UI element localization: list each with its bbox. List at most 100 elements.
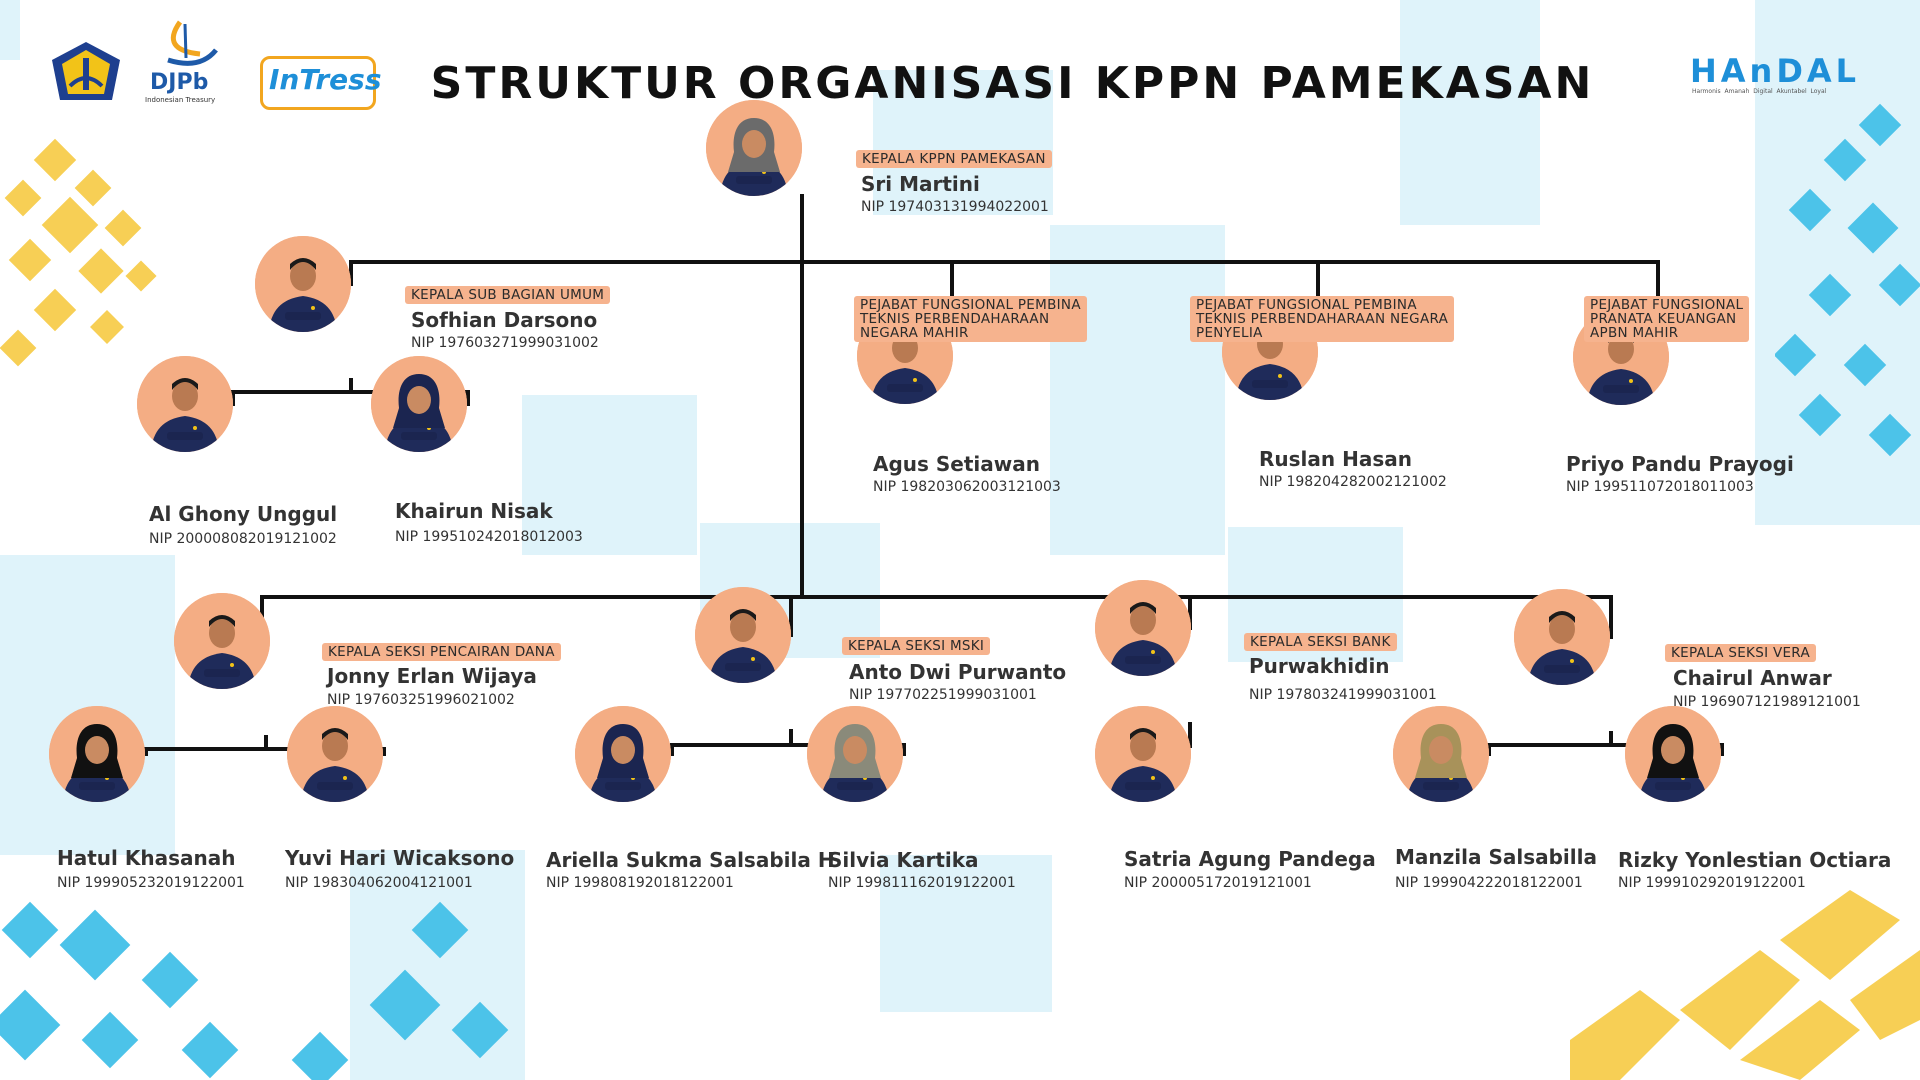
avatar-yuvi <box>287 706 383 802</box>
connector-line <box>789 595 793 637</box>
connector-line <box>1487 743 1724 747</box>
connector-line <box>1188 595 1192 630</box>
name-agus: Agus Setiawan <box>873 452 1040 476</box>
connector-line <box>231 390 235 406</box>
role-badge-purwa: KEPALA SEKSI BANK <box>1244 633 1397 651</box>
background-panel <box>873 70 1053 215</box>
kemenkeu-logo-icon <box>52 42 120 100</box>
background-panel <box>1050 225 1225 555</box>
name-rizky: Rizky Yonlestian Octiara <box>1618 848 1892 872</box>
nip-rizky: NIP 199910292019122001 <box>1618 875 1806 891</box>
name-ruslan: Ruslan Hasan <box>1259 447 1412 471</box>
nip-jonny: NIP 197603251996021002 <box>327 692 515 708</box>
nip-priyo: NIP 199511072018011003 <box>1566 479 1754 495</box>
connector-line <box>1720 743 1724 756</box>
avatar-chairul <box>1514 589 1610 685</box>
background-panel <box>880 855 1052 1012</box>
connector-line <box>902 743 906 756</box>
connector-line <box>231 390 470 394</box>
name-ariella: Ariella Sukma Salsabila H <box>546 848 835 872</box>
role-badge-ruslan: PEJABAT FUNGSIONAL PEMBINA TEKNIS PERBEN… <box>1190 296 1455 342</box>
name-kepala: Sri Martini <box>861 172 980 196</box>
connector-line <box>800 194 804 599</box>
decorative-pattern-top-left <box>0 138 157 367</box>
connector-line <box>789 729 793 747</box>
nip-alghony: NIP 200008082019121002 <box>149 531 337 547</box>
name-manzila: Manzila Salsabilla <box>1395 845 1597 869</box>
avatar-manzila <box>1393 706 1489 802</box>
nip-ruslan: NIP 198204282002121002 <box>1259 474 1447 490</box>
handal-logo-tagline: Harmonis Amanah Digital Akuntabel Loyal <box>1692 88 1827 95</box>
name-hatul: Hatul Khasanah <box>57 846 236 870</box>
role-badge-subbag: KEPALA SUB BAGIAN UMUM <box>405 286 611 304</box>
name-chairul: Chairul Anwar <box>1673 666 1832 690</box>
nip-manzila: NIP 199904222018122001 <box>1395 875 1583 891</box>
page-title: STRUKTUR ORGANISASI KPPN PAMEKASAN <box>430 58 1595 109</box>
connector-line <box>1609 595 1613 639</box>
name-satria: Satria Agung Pandega <box>1124 847 1376 871</box>
nip-kepala: NIP 197403131994022001 <box>861 199 1049 215</box>
background-panel <box>522 395 697 555</box>
role-badge-jonny: KEPALA SEKSI PENCAIRAN DANA <box>322 643 561 661</box>
avatar-alghony <box>137 356 233 452</box>
decorative-pattern-bottom-right <box>1570 890 1920 1080</box>
name-yuvi: Yuvi Hari Wicaksono <box>285 846 515 870</box>
intress-logo-text: InTress <box>269 63 382 96</box>
name-purwa: Purwakhidin <box>1249 654 1390 678</box>
avatar-ariella <box>575 706 671 802</box>
avatar-purwa <box>1095 580 1191 676</box>
name-khairun: Khairun Nisak <box>395 499 553 523</box>
nip-yuvi: NIP 198304062004121001 <box>285 875 473 891</box>
djpb-logo: DJPb Indonesian Treasury <box>140 20 230 115</box>
connector-line <box>349 260 353 286</box>
name-jonny: Jonny Erlan Wijaya <box>327 664 537 688</box>
connector-line <box>382 747 386 756</box>
avatar-silvia <box>807 706 903 802</box>
avatar-kepala <box>706 100 802 196</box>
avatar-khairun <box>371 356 467 452</box>
connector-line <box>950 260 954 302</box>
name-subbag: Sofhian Darsono <box>411 308 598 332</box>
role-badge-anto: KEPALA SEKSI MSKI <box>842 637 991 655</box>
background-panel <box>0 0 20 60</box>
connector-line <box>670 743 906 747</box>
avatar-jonny <box>174 593 270 689</box>
connector-line <box>260 595 1613 599</box>
connector-line <box>466 390 470 406</box>
decorative-pattern-right <box>1775 103 1920 457</box>
handal-logo: HAnDAL Harmonis Amanah Digital Akuntabel… <box>1690 52 1870 97</box>
role-badge-chairul: KEPALA SEKSI VERA <box>1665 644 1816 662</box>
connector-line <box>670 743 674 756</box>
avatar-hatul <box>49 706 145 802</box>
role-badge-agus: PEJABAT FUNGSIONAL PEMBINA TEKNIS PERBEN… <box>854 296 1087 342</box>
nip-purwa: NIP 197803241999031001 <box>1249 687 1437 703</box>
intress-logo: InTress <box>260 56 382 110</box>
name-silvia: Silvia Kartika <box>828 848 979 872</box>
connector-line <box>264 735 268 751</box>
nip-ariella: NIP 199808192018122001 <box>546 875 734 891</box>
nip-chairul: NIP 196907121989121001 <box>1673 694 1861 710</box>
connector-line <box>144 747 386 751</box>
nip-agus: NIP 198203062003121003 <box>873 479 1061 495</box>
nip-khairun: NIP 199510242018012003 <box>395 529 583 545</box>
nip-hatul: NIP 199905232019122001 <box>57 875 245 891</box>
djpb-swoosh-icon <box>167 20 218 66</box>
connector-line <box>1316 260 1320 302</box>
connector-line <box>1609 731 1613 747</box>
decorative-pattern-bottom-left <box>0 901 509 1080</box>
djpb-logo-text: DJPb <box>150 70 209 95</box>
handal-logo-text: HAnDAL <box>1690 52 1861 90</box>
name-anto: Anto Dwi Purwanto <box>849 660 1067 684</box>
avatar-subbag <box>255 236 351 332</box>
connector-line <box>349 260 1660 264</box>
name-priyo: Priyo Pandu Prayogi <box>1566 452 1794 476</box>
role-badge-kepala: KEPALA KPPN PAMEKASAN <box>856 150 1052 168</box>
background-panel <box>1400 0 1540 225</box>
connector-line <box>349 378 353 394</box>
djpb-logo-subtitle: Indonesian Treasury <box>145 96 216 104</box>
avatar-rizky <box>1625 706 1721 802</box>
role-badge-priyo: PEJABAT FUNGSIONAL PRANATA KEUANGAN APBN… <box>1584 296 1750 342</box>
connector-line <box>1487 743 1491 756</box>
nip-silvia: NIP 199811162019122001 <box>828 875 1016 891</box>
nip-subbag: NIP 197603271999031002 <box>411 335 599 351</box>
